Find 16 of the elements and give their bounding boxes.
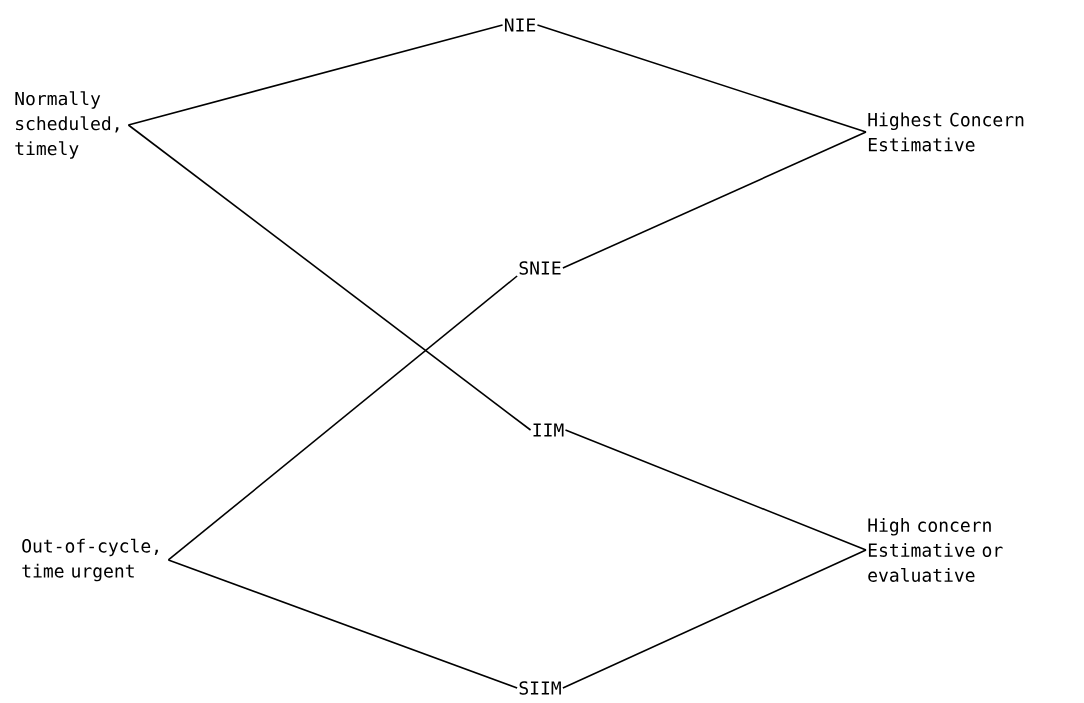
connector-line [127, 24, 504, 126]
node-label: IIM [533, 423, 564, 437]
node-label: High concern Estimative or evaluative [868, 518, 1003, 582]
connector-line [536, 24, 867, 133]
node-label: SNIE [519, 261, 561, 275]
connector-line [167, 275, 518, 561]
connector-line [127, 124, 532, 431]
connector-line [562, 549, 867, 689]
connector-line [167, 559, 518, 689]
node-label: Highest Concern Estimative [868, 112, 1024, 152]
connector-line [562, 131, 867, 269]
node-label: Normally scheduled, timely [15, 91, 119, 159]
node-label: SIIM [519, 681, 561, 695]
node-label: NIE [505, 18, 536, 32]
connector-line [564, 429, 867, 551]
node-label: Out-of-cycle, time urgent [22, 538, 158, 582]
